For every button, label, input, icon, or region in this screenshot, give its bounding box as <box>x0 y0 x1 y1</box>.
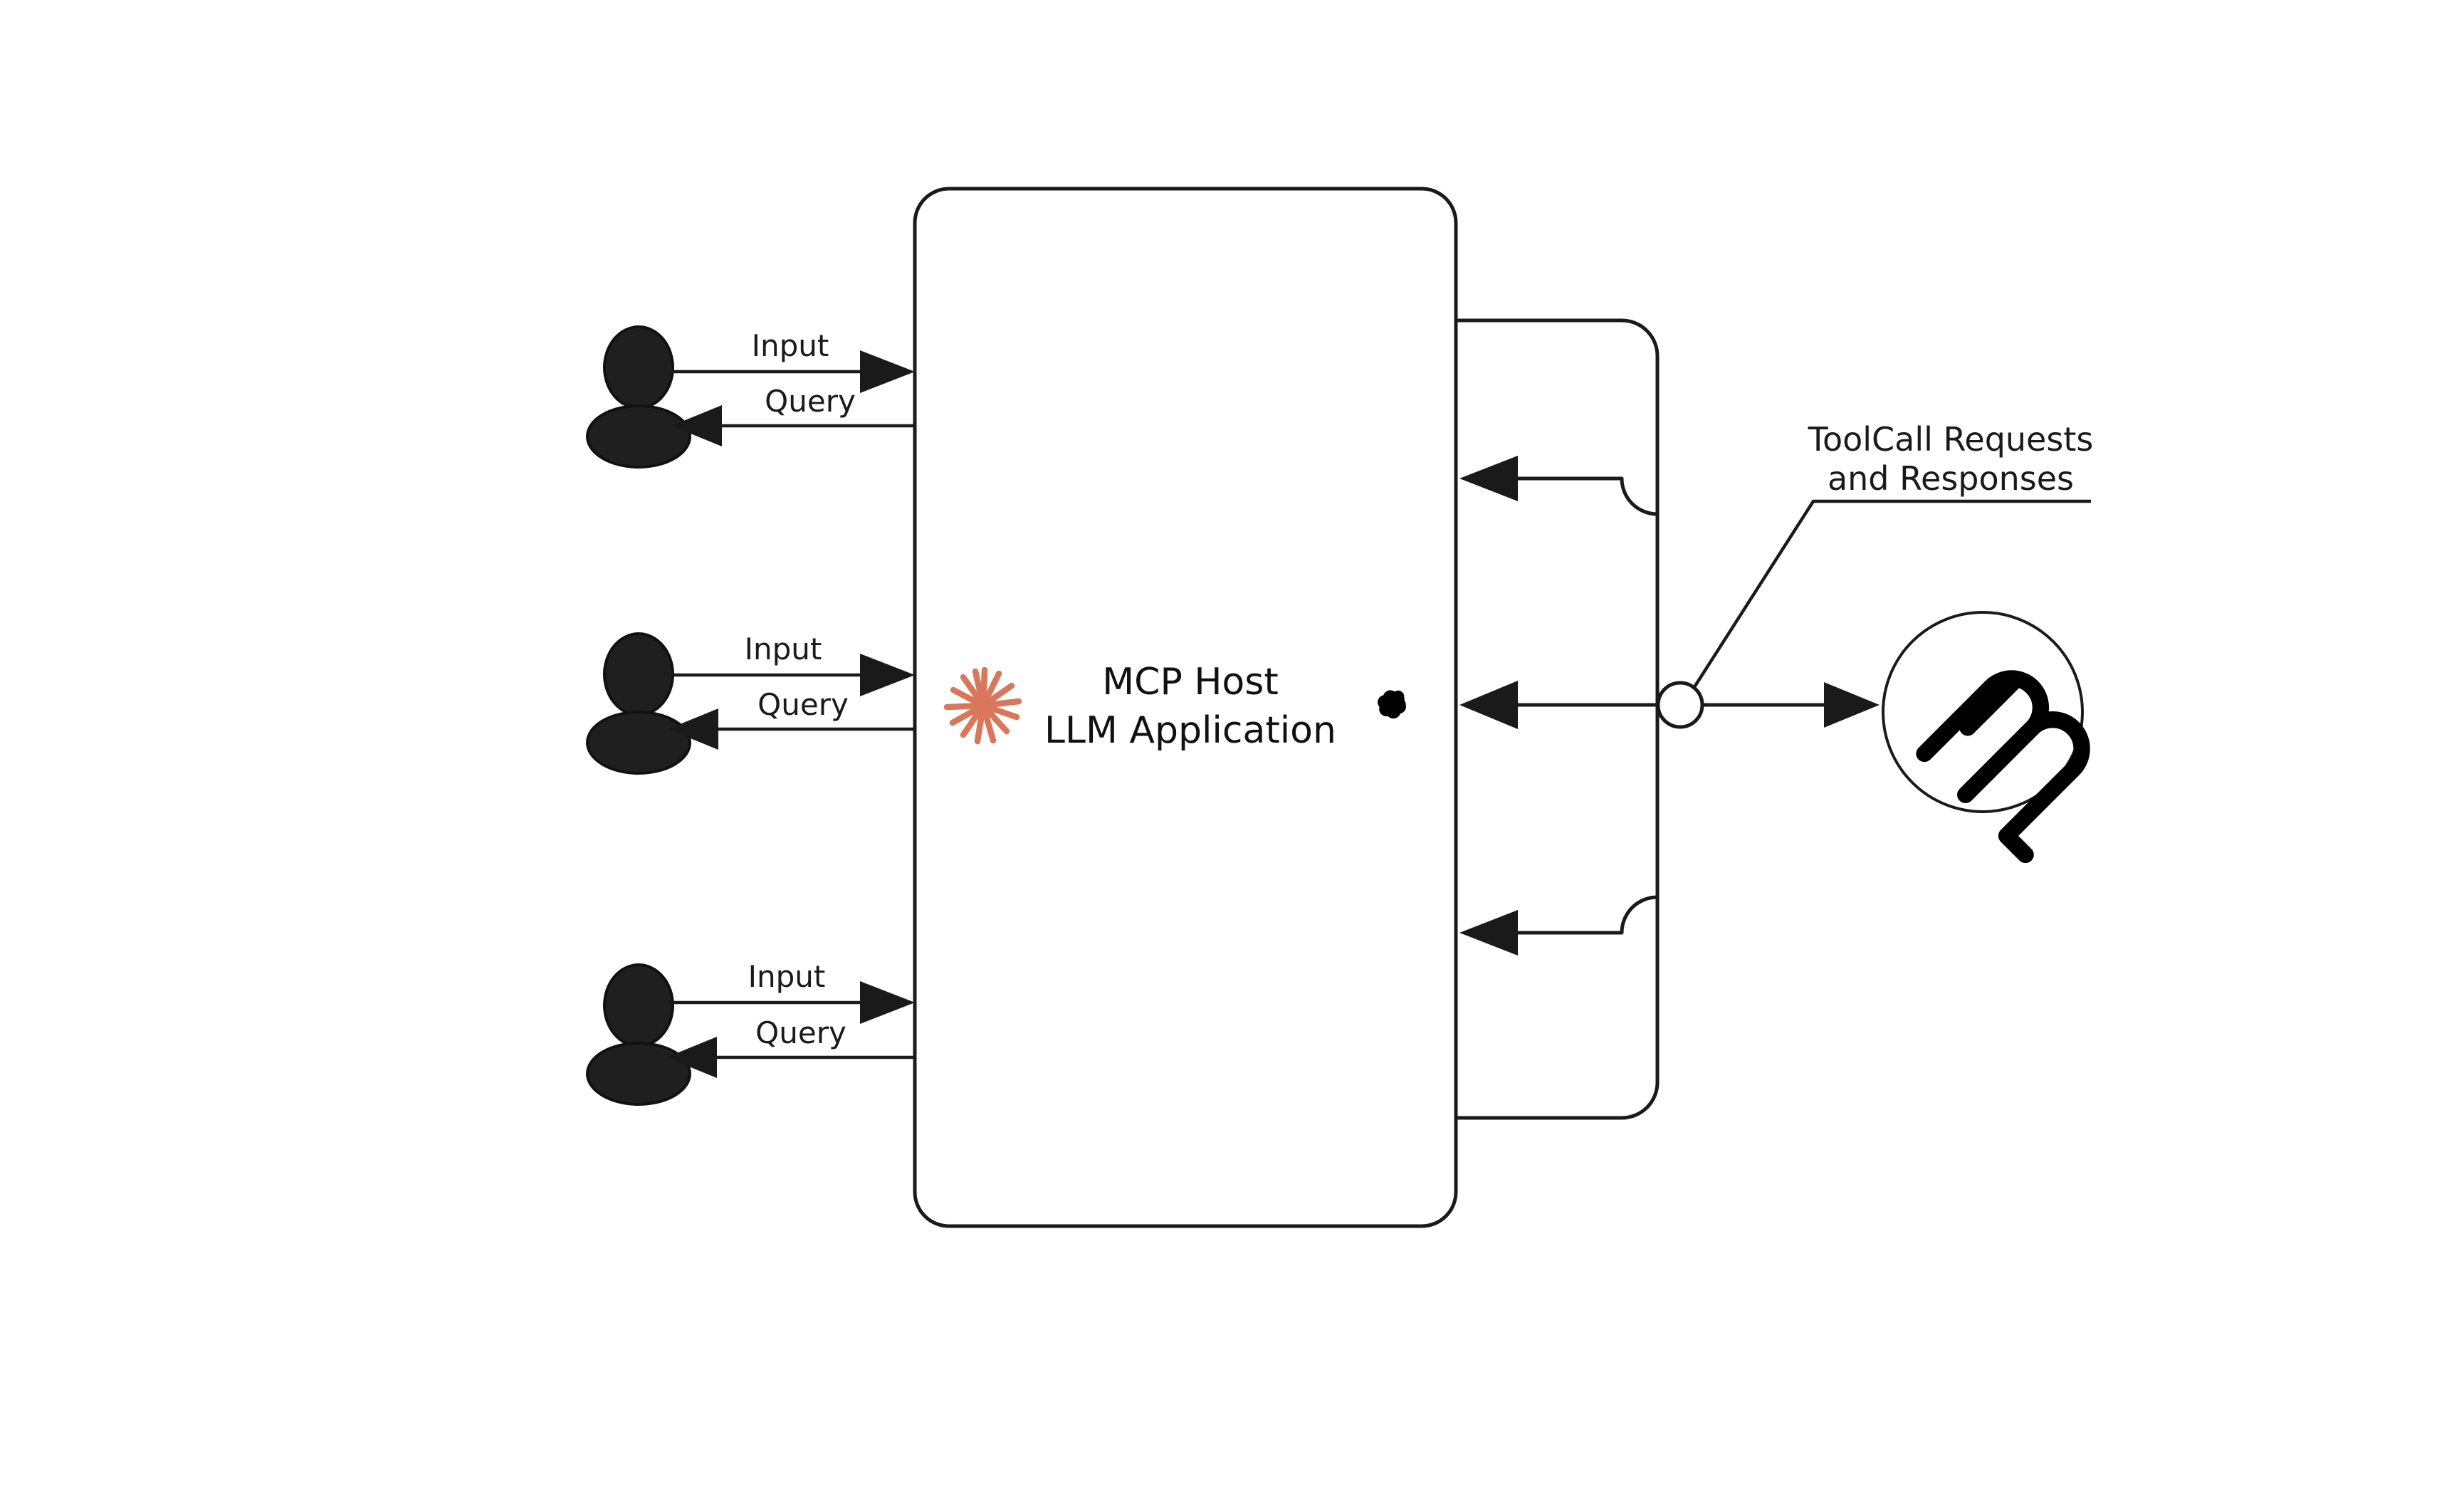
user-3-query-arrow-head <box>666 1037 717 1078</box>
user-1-body-icon <box>586 404 691 469</box>
arrow-head-middle-toolcall <box>1459 681 1518 729</box>
user-3-head-icon <box>603 963 674 1047</box>
user-2-input-label: Input <box>745 632 822 666</box>
user-3-input-arrow-head <box>860 981 915 1024</box>
openai-logo-icon <box>1378 690 1406 719</box>
user-3-group[interactable] <box>586 963 691 1106</box>
user-1-query-arrow-head <box>671 405 722 446</box>
user-1-head-icon <box>603 325 674 409</box>
arrow-head-lower-toolcall <box>1459 910 1518 956</box>
inner-toolcall-loop-lower <box>1516 705 1660 935</box>
user-3-query-label: Query <box>755 1015 846 1050</box>
user-2-input-arrow-head <box>860 654 915 696</box>
user-1-input-label: Input <box>752 328 829 363</box>
user-2-body-icon <box>586 711 691 775</box>
inner-toolcall-loop-upper <box>1516 476 1660 705</box>
callout-leader-line <box>1692 499 2091 691</box>
callout-label-line-1: ToolCall Requests <box>1808 420 2094 459</box>
user-2-query-arrow-head <box>668 708 718 750</box>
arrow-head-upper-toolcall <box>1459 456 1518 501</box>
callout-label-line-2: and Responses <box>1828 459 2074 498</box>
user-1-group[interactable] <box>586 325 691 469</box>
mcp-host-box[interactable] <box>913 187 1458 1228</box>
host-title-line-2: LLM Application <box>1044 709 1336 752</box>
user-2-query-label: Query <box>757 687 849 722</box>
user-1-input-arrow-head <box>860 350 915 393</box>
user-3-body-icon <box>586 1042 691 1106</box>
arrow-head-to-mcp-server <box>1824 682 1880 728</box>
user-1-query-label: Query <box>765 384 856 419</box>
outer-toolcall-loop <box>1456 318 1660 1120</box>
user-3-input-label: Input <box>748 959 826 994</box>
host-title-line-1: MCP Host <box>1102 661 1278 703</box>
mcp-server-logo-icon[interactable] <box>1882 611 2090 864</box>
user-2-group[interactable] <box>586 632 691 775</box>
claude-starburst-icon <box>943 666 1022 745</box>
user-2-head-icon <box>603 632 674 716</box>
toolcall-junction-node[interactable] <box>1656 681 1704 729</box>
